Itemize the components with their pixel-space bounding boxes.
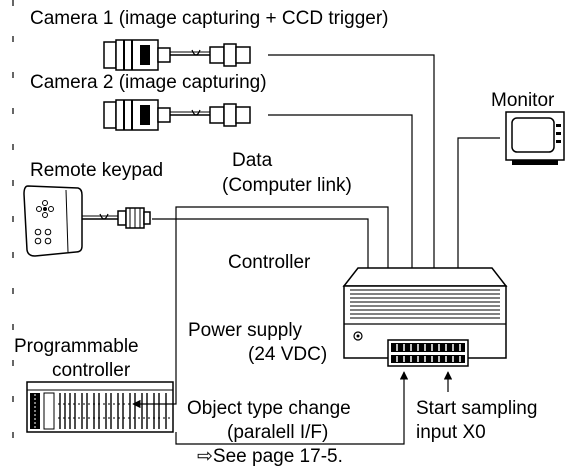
camera-2-label: Camera 2 (image capturing): [30, 72, 267, 93]
remote-keypad-label: Remote keypad: [30, 160, 164, 181]
connection-lines: [132, 54, 500, 445]
see-page-text: See page 17-5.: [212, 446, 343, 467]
camera-2-icon: [103, 99, 251, 131]
see-page-arrow-icon: ⇨: [197, 446, 213, 467]
remote-keypad-icon: [23, 185, 151, 257]
data-label: Data: [232, 150, 273, 171]
parallel-if-label: (paralell I/F): [227, 422, 329, 443]
monitor-label: Monitor: [491, 90, 555, 111]
controller-label: Controller: [228, 252, 311, 273]
see-page-reference: ⇨See page 17-5.: [197, 446, 343, 467]
input-x0-label: input X0: [416, 422, 486, 443]
start-sampling-label: Start sampling: [416, 398, 538, 419]
plc-label-line1: Programmable: [14, 336, 139, 357]
plc-icon: [26, 381, 174, 433]
camera-1-label: Camera 1 (image capturing + CCD trigger): [30, 8, 389, 29]
computer-link-label: (Computer link): [222, 175, 352, 196]
power-supply-label: Power supply: [188, 320, 303, 341]
plc-label-line2: controller: [52, 360, 131, 381]
camera-1-icon: [103, 39, 251, 71]
object-type-change-label: Object type change: [187, 398, 351, 419]
controller-icon: [342, 267, 508, 367]
power-voltage-label: (24 VDC): [248, 344, 328, 365]
monitor-icon: [505, 111, 565, 165]
